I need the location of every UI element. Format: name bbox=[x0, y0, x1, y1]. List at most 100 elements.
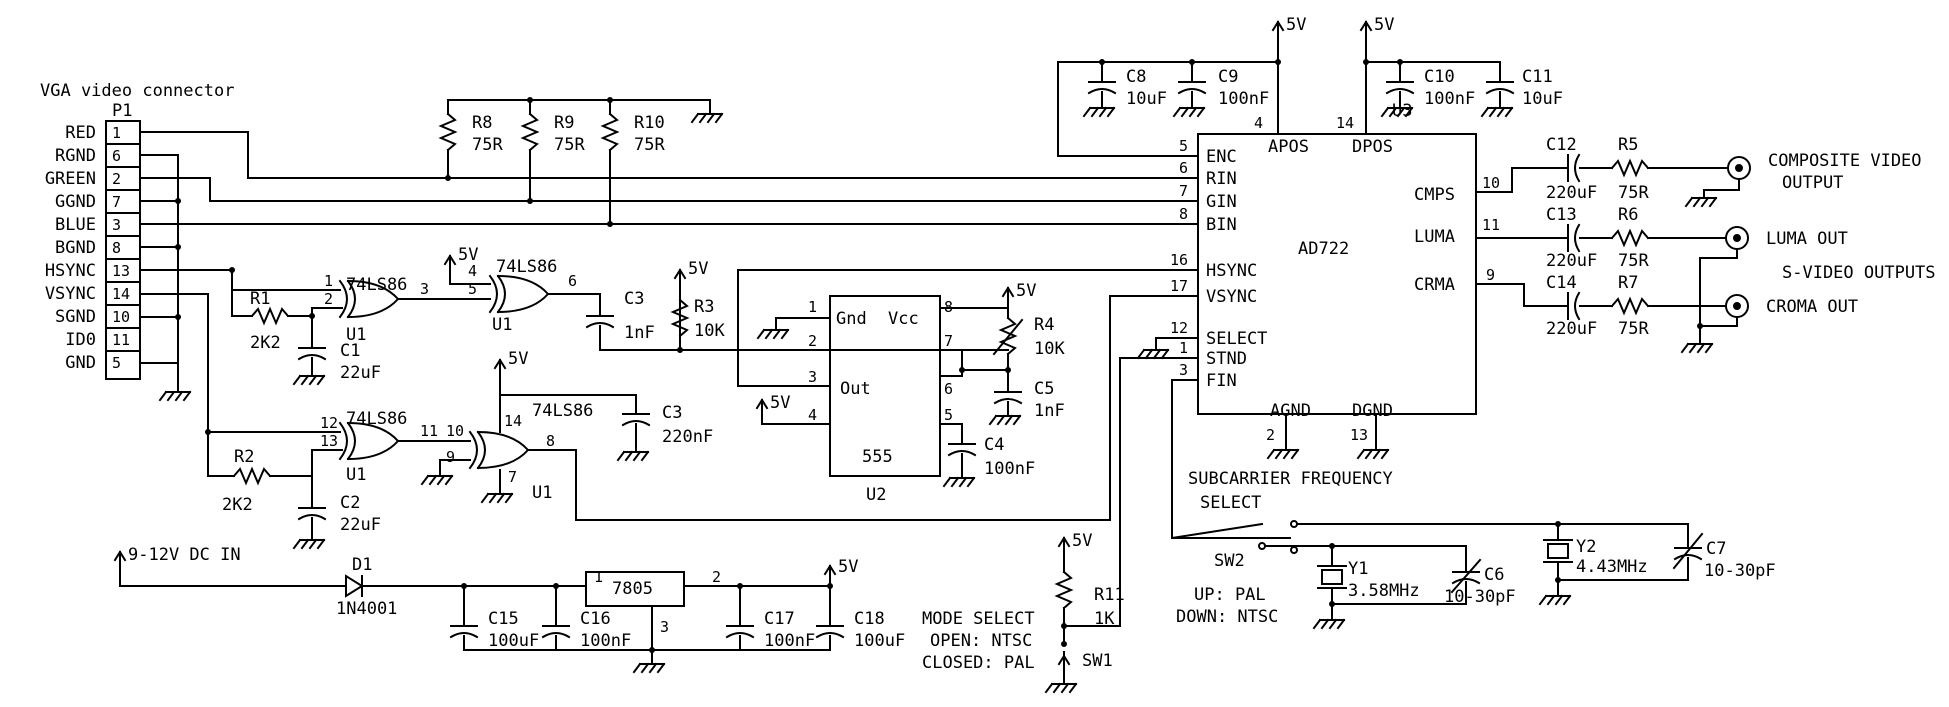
c8-value: 10uF bbox=[1126, 89, 1167, 109]
r1-value: 2K2 bbox=[250, 333, 281, 353]
555-pin-2: 2 bbox=[808, 332, 817, 350]
composite-label-1: COMPOSITE VIDEO bbox=[1768, 151, 1922, 171]
ad722-left-pin-name: VSYNC bbox=[1206, 287, 1257, 307]
u1a-ref: U1 bbox=[346, 325, 366, 345]
svideo-label: S-VIDEO OUTPUTS bbox=[1782, 263, 1936, 283]
c12-ref: C12 bbox=[1546, 135, 1577, 155]
mode-select: 5V R11 1K SW1 MODE SELECT OPEN: NTSC CLO… bbox=[922, 337, 1291, 693]
c15-ref: C15 bbox=[488, 609, 519, 629]
dpos-name: DPOS bbox=[1352, 137, 1393, 157]
r4-value: 10K bbox=[1034, 339, 1065, 359]
dpos-pin: 14 bbox=[1336, 114, 1354, 132]
ad722-left-pin-number: 3 bbox=[1179, 361, 1188, 379]
ad722-left-pin-name: BIN bbox=[1206, 215, 1237, 235]
r6-ref: R6 bbox=[1618, 205, 1638, 225]
r9-ref: R9 bbox=[554, 113, 574, 133]
555-gnd: Gnd bbox=[836, 309, 867, 329]
y1-value: 3.58MHz bbox=[1348, 581, 1420, 601]
555-vcc: Vcc bbox=[888, 309, 919, 329]
sw1-label: SW1 bbox=[1082, 651, 1113, 671]
r4-ref: R4 bbox=[1034, 315, 1054, 335]
555-ref: U2 bbox=[866, 485, 886, 505]
c11-value: 10uF bbox=[1522, 89, 1563, 109]
5v-label-r3: 5V bbox=[688, 259, 708, 279]
connector-pin-name: RGND bbox=[55, 146, 96, 166]
pin-9: 9 bbox=[446, 448, 455, 466]
connector-ref: P1 bbox=[112, 101, 132, 121]
u1b-part: 74LS86 bbox=[496, 257, 557, 277]
pin-14: 14 bbox=[504, 412, 522, 430]
connector-pin-name: BGND bbox=[55, 238, 96, 258]
connector-pin-name: ID0 bbox=[65, 330, 96, 350]
croma-out-label: CROMA OUT bbox=[1766, 297, 1858, 317]
subcarrier-up: UP: PAL bbox=[1194, 585, 1266, 605]
r11-ref: R11 bbox=[1094, 585, 1125, 605]
connector-pin-number: 7 bbox=[112, 193, 121, 211]
connector-pin-number: 3 bbox=[112, 216, 121, 234]
r7-value: 75R bbox=[1618, 319, 1649, 339]
c17-ref: C17 bbox=[764, 609, 795, 629]
cmps-pin: 10 bbox=[1482, 174, 1500, 192]
5v-label-u1: 5V bbox=[458, 245, 478, 265]
connector-pin-number: 1 bbox=[112, 124, 121, 142]
connector-pin-number: 11 bbox=[112, 331, 130, 349]
power-supply: 9-12V DC IN 7805 5V 1 2 3 D1 1N4001 C15 … bbox=[114, 545, 905, 673]
connector-pin-number: 8 bbox=[112, 239, 121, 257]
5v-label-supply: 5V bbox=[838, 557, 858, 577]
ad722-left-pin-name: STND bbox=[1206, 349, 1247, 369]
555-pin-3: 3 bbox=[808, 368, 817, 386]
sw2-label: SW2 bbox=[1214, 551, 1245, 571]
r9-value: 75R bbox=[554, 135, 585, 155]
r10-value: 75R bbox=[634, 135, 665, 155]
u1d-ref: U1 bbox=[532, 483, 552, 503]
y1-ref: Y1 bbox=[1348, 559, 1368, 579]
5v-label-mode: 5V bbox=[1072, 531, 1092, 551]
connector-pin-name: GREEN bbox=[45, 169, 96, 189]
c3-top-ref: C3 bbox=[624, 289, 644, 309]
subcarrier-select: SUBCARRIER FREQUENCY SELECT SW2 UP: PAL … bbox=[1170, 469, 1776, 629]
connector-pin-number: 5 bbox=[112, 354, 121, 372]
timer-555: Gnd Vcc Out 555 U2 1 2 3 5V 4 5 C4 100nF… bbox=[679, 269, 1199, 505]
connector-pin-name: SGND bbox=[55, 307, 96, 327]
u1c-part: 74LS86 bbox=[346, 409, 407, 429]
ad722-left-pin-number: 6 bbox=[1179, 159, 1188, 177]
c7-value: 10-30pF bbox=[1704, 561, 1776, 581]
apos-name: APOS bbox=[1268, 137, 1309, 157]
c7-ref: C7 bbox=[1706, 539, 1726, 559]
ad722-left-pin-name: HSYNC bbox=[1206, 261, 1257, 281]
555-part: 555 bbox=[862, 447, 893, 467]
y2-ref: Y2 bbox=[1576, 537, 1596, 557]
ad722-left-pin-number: 17 bbox=[1170, 277, 1188, 295]
c9-value: 100nF bbox=[1218, 89, 1269, 109]
connector-pin-number: 2 bbox=[112, 170, 121, 188]
u1b-ref: U1 bbox=[492, 315, 512, 335]
5v-label-b: 5V bbox=[1374, 15, 1394, 35]
ad722-left-pin-number: 12 bbox=[1170, 319, 1188, 337]
dc-in-label: 9-12V DC IN bbox=[128, 545, 241, 565]
c18-value: 100uF bbox=[854, 631, 905, 651]
r11-value: 1K bbox=[1094, 609, 1115, 629]
r8-value: 75R bbox=[472, 135, 503, 155]
subcarrier-title-1: SUBCARRIER FREQUENCY bbox=[1188, 469, 1393, 489]
c10-ref: C10 bbox=[1424, 67, 1455, 87]
pin-2: 2 bbox=[324, 290, 333, 308]
pin-7: 7 bbox=[508, 468, 517, 486]
pin-10: 10 bbox=[446, 422, 464, 440]
pin-11: 11 bbox=[420, 422, 438, 440]
apos-pin: 4 bbox=[1254, 114, 1263, 132]
ad722-left-pin-number: 1 bbox=[1179, 339, 1188, 357]
dgnd-pin: 13 bbox=[1350, 426, 1368, 444]
video-outputs: C12 220uF R5 75R COMPOSITE VIDEO OUTPUT … bbox=[1475, 135, 1936, 353]
c1-value: 22uF bbox=[340, 363, 381, 383]
pin-6: 6 bbox=[568, 272, 577, 290]
r8-ref: R8 bbox=[472, 113, 492, 133]
r3-ref: R3 bbox=[694, 297, 714, 317]
u1c-ref: U1 bbox=[346, 465, 366, 485]
c16-value: 100nF bbox=[580, 631, 631, 651]
5v-label-a: 5V bbox=[1286, 15, 1306, 35]
connector-pin-number: 13 bbox=[112, 262, 130, 280]
connector-pin-number: 14 bbox=[112, 285, 130, 303]
dgnd-name: DGND bbox=[1352, 401, 1393, 421]
c5-value: 1nF bbox=[1034, 401, 1065, 421]
ad722-encoder: U3 AD722 5ENC6RIN7GIN8BIN16HSYNC17VSYNC1… bbox=[1170, 57, 1500, 459]
